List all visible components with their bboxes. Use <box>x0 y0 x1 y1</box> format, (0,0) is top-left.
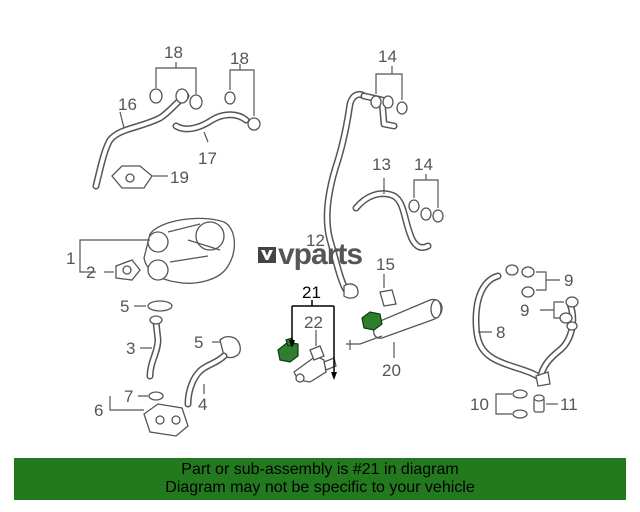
seal-ring-9b <box>559 296 579 331</box>
turbocharger-1 <box>143 217 235 284</box>
leader-16 <box>119 111 125 129</box>
leader-14b <box>413 174 439 208</box>
callout-5a: 5 <box>120 297 129 316</box>
housing-6 <box>143 403 189 437</box>
washer-7 <box>148 391 164 401</box>
callout-6: 6 <box>94 401 103 420</box>
bracket-19 <box>111 165 153 189</box>
seal-ring-10 <box>512 389 528 419</box>
callout-20: 20 <box>382 361 401 380</box>
callout-14a: 14 <box>378 47 397 66</box>
callout-1: 1 <box>66 249 75 268</box>
callout-12: 12 <box>306 231 325 250</box>
oil-feed-line-16 <box>92 92 190 190</box>
gasket-5a <box>147 300 173 312</box>
leader-18b <box>229 64 255 116</box>
callout-4: 4 <box>198 395 207 414</box>
leader-1 <box>79 239 150 273</box>
oil-line-8 <box>472 272 577 387</box>
leader-21 <box>289 300 337 380</box>
callout-9a: 9 <box>564 271 573 290</box>
leader-14a <box>375 66 403 100</box>
leader-6-7 <box>109 395 148 411</box>
banner-line-2: Diagram may not be specific to your vehi… <box>165 479 475 496</box>
vparts-logo: vparts <box>258 238 363 272</box>
callout-2: 2 <box>86 263 95 282</box>
callout-7: 7 <box>124 387 133 406</box>
highlighted-part-21a <box>277 337 299 363</box>
highlight-notice-banner: Part or sub-assembly is #21 in diagram D… <box>14 458 626 500</box>
seal-ring-18a <box>149 88 203 110</box>
gasket-5b <box>219 335 241 359</box>
leader-9a <box>536 271 560 291</box>
oil-line-4 <box>184 352 228 408</box>
coolant-valve-22 <box>293 345 337 383</box>
seal-ring-18b <box>224 91 261 131</box>
logo-text: vparts <box>278 238 363 271</box>
callout-14b: 14 <box>414 155 433 174</box>
seal-ring-14b <box>408 199 444 223</box>
banner-line-1: Part or sub-assembly is #21 in diagram <box>181 461 459 478</box>
unit-20 <box>346 298 443 350</box>
gasket-2 <box>115 259 141 281</box>
callout-19: 19 <box>170 168 189 187</box>
leader-17 <box>203 131 209 143</box>
coolant-line-13 <box>352 190 432 251</box>
callout-8: 8 <box>496 323 505 342</box>
callout-18b: 18 <box>230 49 249 68</box>
callout-11: 11 <box>560 395 578 414</box>
callout-21: 21 <box>302 283 321 302</box>
connector-15 <box>343 283 397 307</box>
callout-22: 22 <box>304 313 323 332</box>
callout-15: 15 <box>376 255 395 274</box>
seal-ring-9a <box>505 264 535 298</box>
callout-9b: 9 <box>520 301 529 320</box>
oil-line-3 <box>146 315 163 380</box>
callout-3: 3 <box>126 339 135 358</box>
callout-10: 10 <box>470 395 489 414</box>
callout-13: 13 <box>372 155 391 174</box>
leader-18a <box>155 62 197 94</box>
callout-5b: 5 <box>194 333 203 352</box>
leader-10 <box>495 393 512 415</box>
callout-18a: 18 <box>164 43 183 62</box>
callout-16: 16 <box>118 95 137 114</box>
seal-ring-14a <box>370 95 408 115</box>
vparts-logo-icon <box>258 247 276 263</box>
highlighted-part-21b <box>361 311 383 331</box>
leader-9b <box>540 301 564 319</box>
oil-return-line-17 <box>172 111 250 133</box>
plug-11 <box>533 394 545 413</box>
callout-17: 17 <box>198 149 217 168</box>
